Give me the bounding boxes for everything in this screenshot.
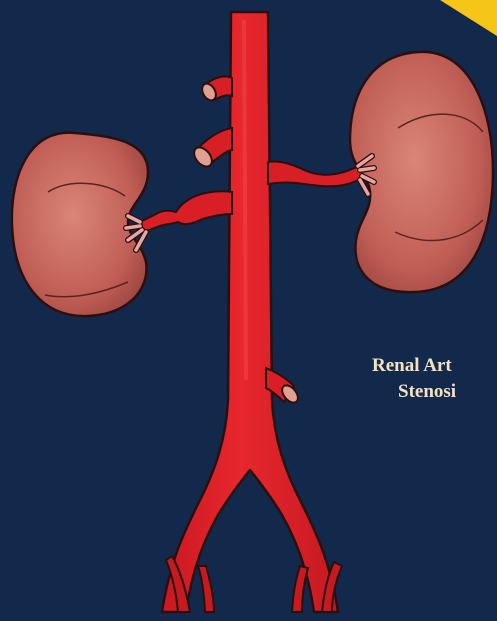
caption-line-1: Renal Art [372,355,452,377]
caption-line-2: Stenosi [398,381,456,403]
left-kidney-icon [12,133,148,316]
right-kidney-icon [350,52,493,292]
